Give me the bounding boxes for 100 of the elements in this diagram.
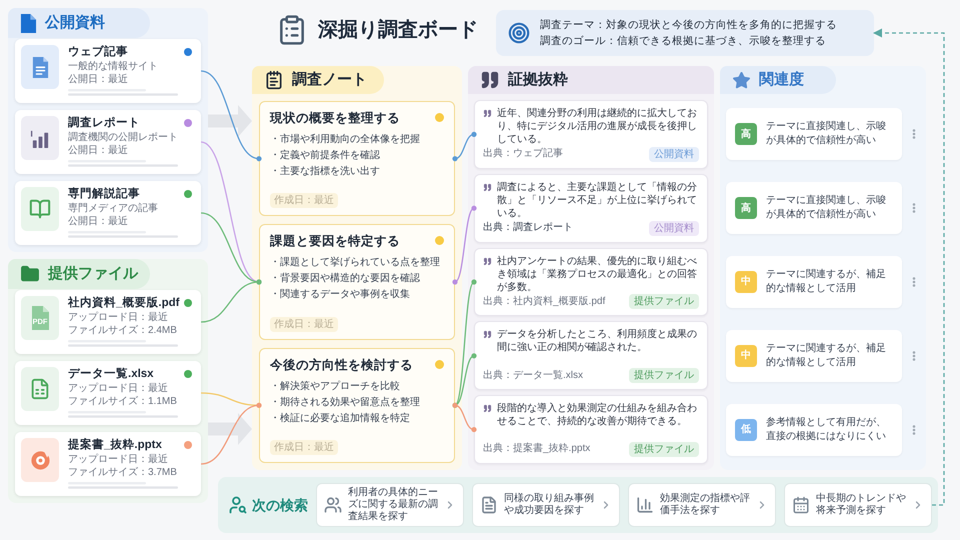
theme-box <box>496 10 874 56</box>
card-meta: ファイルサイズ：1.1MB <box>68 395 177 408</box>
column-panel <box>252 66 462 470</box>
connector-line <box>452 206 477 285</box>
card-meta: ファイルサイズ：2.4MB <box>68 324 177 337</box>
relevance-badge: 中 <box>735 344 757 367</box>
source-card <box>15 110 201 174</box>
source-tag: 提供ファイル <box>629 442 699 457</box>
source-card <box>15 39 201 103</box>
source-text: 出典：提案書_抜粋.pptx <box>483 442 590 456</box>
column-panel <box>468 66 714 470</box>
evidence-card <box>474 395 708 464</box>
search-text: 同様の取り組み事例や成功要因を探す <box>504 493 594 517</box>
card-meta: 専門メディアの記事 <box>68 202 158 215</box>
bullet-item: ・解決策やアプローチを比較 <box>270 380 400 394</box>
card-title: 専門解説記事 <box>68 187 140 202</box>
connector-line <box>452 402 477 432</box>
created-date: 作成日：最近 <box>270 440 338 455</box>
search-card <box>316 483 464 527</box>
relevance-text: テーマに関連するが、補足的な情報として活用 <box>766 268 887 296</box>
card-meta: 一般的な情報サイト <box>68 60 158 73</box>
theme-text: 調査テーマ：対象の現状と今後の方向性を多角的に把握する <box>540 18 837 33</box>
source-tag: 公開資料 <box>649 146 699 162</box>
source-text: 出典：社内資料_概要版.pdf <box>483 294 606 309</box>
search-card <box>628 483 776 527</box>
quote-text: 段階的な導入と効果測定の仕組みを組み合わせることで、持続的な改善が期待できる。 <box>497 402 698 428</box>
relevance-card <box>726 182 902 234</box>
card-title: データ一覧.xlsx <box>68 367 154 382</box>
source-card <box>15 432 201 496</box>
evidence-card <box>474 174 708 243</box>
card-title: 提案書_抜粋.pptx <box>68 438 162 453</box>
bullet-item: ・関連するデータや事例を収集 <box>270 288 410 302</box>
relevance-card <box>726 108 902 160</box>
panel-title: 次の検索 <box>252 496 308 514</box>
quote-text: 調査によると、主要な課題として「情報の分散」と「リソース不足」が上位に挙げられている。 <box>497 180 698 220</box>
source-group-panel <box>8 8 208 252</box>
card-title: 社内資料_概要版.pdf <box>68 296 180 311</box>
relevance-text: テーマに直接関連し、示唆が具体的で信頼性が高い <box>766 120 887 148</box>
connector-line <box>200 402 262 465</box>
source-card <box>15 361 201 425</box>
connector-line <box>200 70 262 162</box>
search-panel <box>218 477 938 533</box>
relevance-badge: 高 <box>735 123 757 146</box>
source-card <box>15 181 201 245</box>
group-title: 提供ファイル <box>48 264 138 284</box>
evidence-card <box>474 321 708 390</box>
column-panel <box>720 66 926 470</box>
column-title: 関連度 <box>759 70 804 90</box>
source-group-panel <box>8 259 208 503</box>
note-card <box>259 101 455 216</box>
card-meta: 公開日：最近 <box>68 73 128 86</box>
bullet-item: ・背景要因や構造的な要因を確認 <box>270 272 420 286</box>
relevance-badge: 低 <box>735 418 757 441</box>
group-title: 公開資料 <box>45 12 105 33</box>
card-meta: 調査機関の公開レポート <box>68 131 178 144</box>
relevance-text: テーマに直接関連し、示唆が具体的で信頼性が高い <box>766 194 887 222</box>
block-arrow <box>208 413 252 445</box>
note-title: 課題と要因を特定する <box>270 233 400 250</box>
note-title: 今後の方向性を検討する <box>270 356 413 374</box>
source-text: 出典：ウェブ記事 <box>483 147 563 162</box>
bullet-item: ・市場や利用動向の全体像を把握 <box>270 132 420 147</box>
quote-text: 近年、関連分野の利用は継続的に拡大しており、特にデジタル活用の進展が成長を後押ししている。 <box>497 107 698 146</box>
source-card <box>15 290 201 354</box>
relevance-text: テーマに関連するが、補足的な情報として活用 <box>766 342 887 370</box>
bullet-item: ・定義や前提条件を確認 <box>270 148 380 163</box>
column-title: 調査ノート <box>292 70 367 90</box>
bullet-item: ・期待される効果や留意点を整理 <box>270 396 420 410</box>
connector-line <box>200 279 262 323</box>
relevance-card <box>726 330 902 382</box>
evidence-card <box>474 100 708 169</box>
source-text: 出典：データ一覧.xlsx <box>483 368 583 383</box>
column-title: 証拠抜粋 <box>508 70 568 90</box>
theme-text: 調査のゴール：信頼できる根拠に基づき、示唆を整理する <box>540 34 827 49</box>
relevance-card <box>726 256 902 308</box>
note-card <box>259 224 455 340</box>
note-card <box>259 348 455 463</box>
relevance-text: 参考情報として有用だが、直接の根拠にはなりにくい <box>766 416 887 444</box>
card-meta: ファイルサイズ：3.7MB <box>68 466 177 479</box>
bullet-item: ・検証に必要な追加情報を特定 <box>270 412 410 426</box>
board-title: 深掘り調査ボード <box>318 18 478 43</box>
card-title: 調査レポート <box>68 116 140 131</box>
dashed-arrow <box>873 28 945 506</box>
search-text: 中長期のトレンドや将来予測を探す <box>816 493 906 517</box>
evidence-card <box>474 248 708 316</box>
connector-line <box>452 132 477 162</box>
relevance-badge: 中 <box>735 270 757 293</box>
source-tag: 提供ファイル <box>629 368 699 384</box>
quote-text: データを分析したところ、利用頻度と成果の間に強い正の相関が確認された。 <box>497 328 698 354</box>
created-date: 作成日：最近 <box>270 193 338 208</box>
relevance-badge: 高 <box>735 197 757 220</box>
relevance-card <box>726 404 902 456</box>
search-text: 利用者の具体的ニーズに関する最新の調査結果を探す <box>348 487 438 523</box>
bullet-item: ・課題として挙げられている点を整理 <box>270 256 440 270</box>
quote-text: 社内アンケートの結果、優先的に取り組むべき領域は「業務プロセスの最適化」との回答が多数。 <box>497 254 698 294</box>
bullet-item: ・主要な指標を洗い出す <box>270 164 380 179</box>
source-text: 出典：調査レポート <box>483 221 573 236</box>
card-meta: 公開日：最近 <box>68 144 128 157</box>
search-card <box>472 483 620 527</box>
source-tag: 公開資料 <box>649 220 699 236</box>
created-date: 作成日：最近 <box>270 316 338 332</box>
